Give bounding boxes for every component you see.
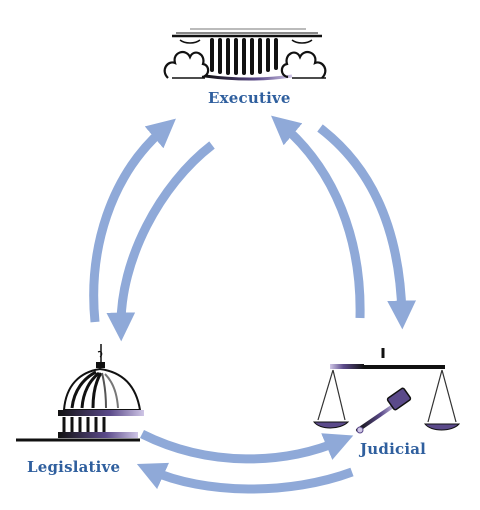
arrow-judicial-to-executive — [271, 115, 365, 319]
executive-label: Executive — [208, 89, 291, 107]
scales-of-justice-icon — [312, 348, 461, 434]
arrow-legislative-to-executive — [89, 118, 176, 323]
capitol-dome-icon — [16, 344, 144, 447]
arrow-legislative-to-judicial — [139, 429, 354, 464]
judicial-label: Judicial — [360, 440, 427, 458]
arrow-executive-to-legislative — [106, 141, 215, 342]
white-house-icon — [163, 28, 327, 81]
arrow-executive-to-judicial — [317, 124, 417, 330]
legislative-label: Legislative — [27, 458, 121, 476]
arrow-judicial-to-legislative — [136, 462, 354, 494]
